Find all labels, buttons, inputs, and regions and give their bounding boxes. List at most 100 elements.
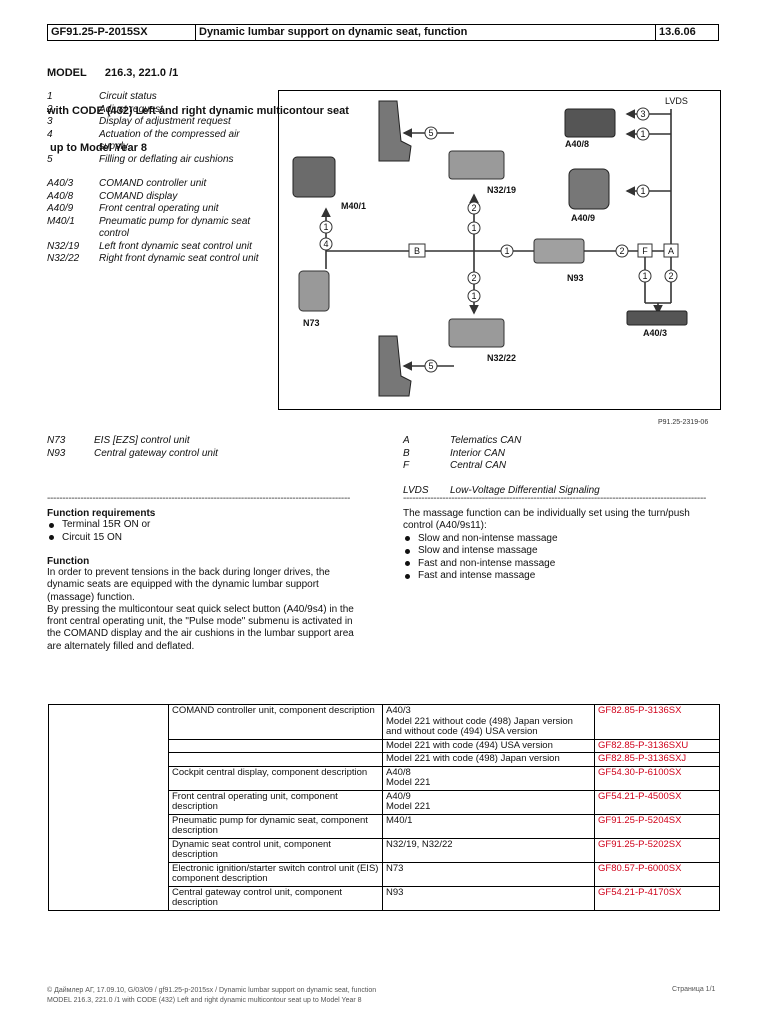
table-cell-ref-link[interactable]: GF54.30-P-6100SX	[594, 765, 720, 791]
list-item: Slow and non-intense massage	[403, 533, 713, 546]
model-line-3: up to Model Year 8	[47, 142, 148, 154]
table-cell-code: N93	[382, 885, 595, 911]
footer: © Даймлер АГ, 17.09.10, G/03/09 / gf91.2…	[47, 986, 376, 1005]
requirements-list: Terminal 15R ON or Circuit 15 ON	[47, 519, 357, 544]
function-requirements-title: Function requirements	[47, 508, 156, 519]
table-cell-desc: Electronic ignition/starter switch contr…	[168, 861, 383, 887]
table-cell-code: A40/3 Model 221 without code (498) Japan…	[382, 704, 595, 740]
massage-list: Slow and non-intense massage Slow and in…	[403, 533, 713, 583]
n73-shape	[298, 270, 330, 312]
separator-right: ----------------------------------------…	[403, 493, 706, 504]
seat-right-shape	[378, 335, 412, 397]
label-n32-22: N32/22	[487, 353, 516, 363]
pump-shape	[292, 156, 336, 198]
circle-label: 1	[640, 129, 645, 139]
bus-label-f: F	[642, 246, 648, 256]
page-number: Страница 1/1	[672, 986, 716, 993]
table-cell-desc: COMAND controller unit, component descri…	[168, 704, 383, 740]
table-cell-ref-link[interactable]: GF54.21-P-4500SX	[594, 789, 720, 815]
circle-label: 2	[668, 271, 673, 281]
table-cell-desc	[168, 752, 383, 767]
a40-8-shape	[564, 108, 616, 138]
circle-label: 1	[471, 223, 476, 233]
table-cell-ref-link[interactable]: GF91.25-P-5204SX	[594, 813, 720, 839]
model-info: MODEL 216.3, 221.0 /1 with CODE (432) Le…	[47, 42, 349, 167]
list-item: Terminal 15R ON or	[47, 519, 357, 532]
list-item: Slow and intense massage	[403, 545, 713, 558]
model-line-1: MODEL 216.3, 221.0 /1	[47, 67, 179, 79]
table-cell-ref-link[interactable]: GF54.21-P-4170SX	[594, 885, 720, 911]
reference-table: COMAND controller unit, component descri…	[48, 704, 720, 911]
table-row: Model 221 with code (494) USA version GF…	[49, 738, 720, 753]
label-a40-8: A40/8	[565, 139, 589, 149]
wiring-diagram: 5 5 1 4 2 1 2 1 1 2 1 2 3 1 1 B F A LVDS…	[278, 90, 721, 410]
n32-22-shape	[448, 318, 505, 348]
circle-label: 1	[323, 222, 328, 232]
n32-19-shape	[448, 150, 505, 180]
a40-3-shape	[626, 310, 688, 326]
function-paragraph-1: In order to prevent tensions in the back…	[47, 567, 330, 603]
table-cell-desc	[168, 738, 383, 753]
table-cell-desc: Pneumatic pump for dynamic seat, compone…	[168, 813, 383, 839]
function-requirements: Function requirements Terminal 15R ON or…	[47, 508, 357, 653]
label-n73: N73	[303, 318, 320, 328]
separator-left: ----------------------------------------…	[47, 493, 350, 504]
table-row: Electronic ignition/starter switch contr…	[49, 861, 720, 887]
table-cell-ref-link[interactable]: GF82.85-P-3136SXJ	[594, 752, 720, 767]
n93-shape	[533, 238, 585, 264]
document-header: GF91.25-P-2015SX Dynamic lumbar support …	[47, 24, 719, 41]
label-a40-9: A40/9	[571, 213, 595, 223]
circle-label: 2	[471, 203, 476, 213]
label-lvds: LVDS	[665, 96, 688, 106]
table-cell-code: A40/9 Model 221	[382, 789, 595, 815]
list-item: Fast and intense massage	[403, 570, 713, 583]
circle-label: 1	[504, 246, 509, 256]
circle-label: 2	[619, 246, 624, 256]
footer-line-2: MODEL 216.3, 221.0 /1 with CODE (432) Le…	[47, 996, 362, 1004]
table-row: Pneumatic pump for dynamic seat, compone…	[49, 813, 720, 839]
bus-label-b: B	[414, 246, 420, 256]
table-cell-desc: Cockpit central display, component descr…	[168, 765, 383, 791]
table-cell-code: N32/19, N32/22	[382, 837, 595, 863]
table-cell-code: A40/8 Model 221	[382, 765, 595, 791]
list-item: Circuit 15 ON	[47, 532, 357, 545]
table-cell-ref-link[interactable]: GF82.85-P-3136SXU	[594, 738, 720, 753]
table-cell-desc: Dynamic seat control unit, component des…	[168, 837, 383, 863]
table-cell-ref-link[interactable]: GF80.57-P-6000SX	[594, 861, 720, 887]
circle-label: 5	[428, 361, 433, 371]
table-cell-ref-link[interactable]: GF82.85-P-3136SX	[594, 704, 720, 740]
circle-label: 5	[428, 128, 433, 138]
table-row: COMAND controller unit, component descri…	[48, 704, 720, 911]
table-cell-code: Model 221 with code (494) USA version	[382, 738, 595, 753]
bus-label-a: A	[668, 246, 674, 256]
doc-date: 13.6.06	[659, 26, 696, 38]
circle-label: 1	[642, 271, 647, 281]
circle-label: 3	[640, 109, 645, 119]
table-cell-desc: Central gateway control unit, component …	[168, 885, 383, 911]
table-cell-code: M40/1	[382, 813, 595, 839]
table-cell-ref-link[interactable]: GF91.25-P-5202SX	[594, 837, 720, 863]
doc-id: GF91.25-P-2015SX	[48, 25, 196, 40]
massage-settings: The massage function can be individually…	[403, 508, 713, 583]
label-a40-3: A40/3	[643, 328, 667, 338]
figure-id: P91.25-2319-06	[658, 419, 709, 426]
circle-label: 1	[640, 186, 645, 196]
